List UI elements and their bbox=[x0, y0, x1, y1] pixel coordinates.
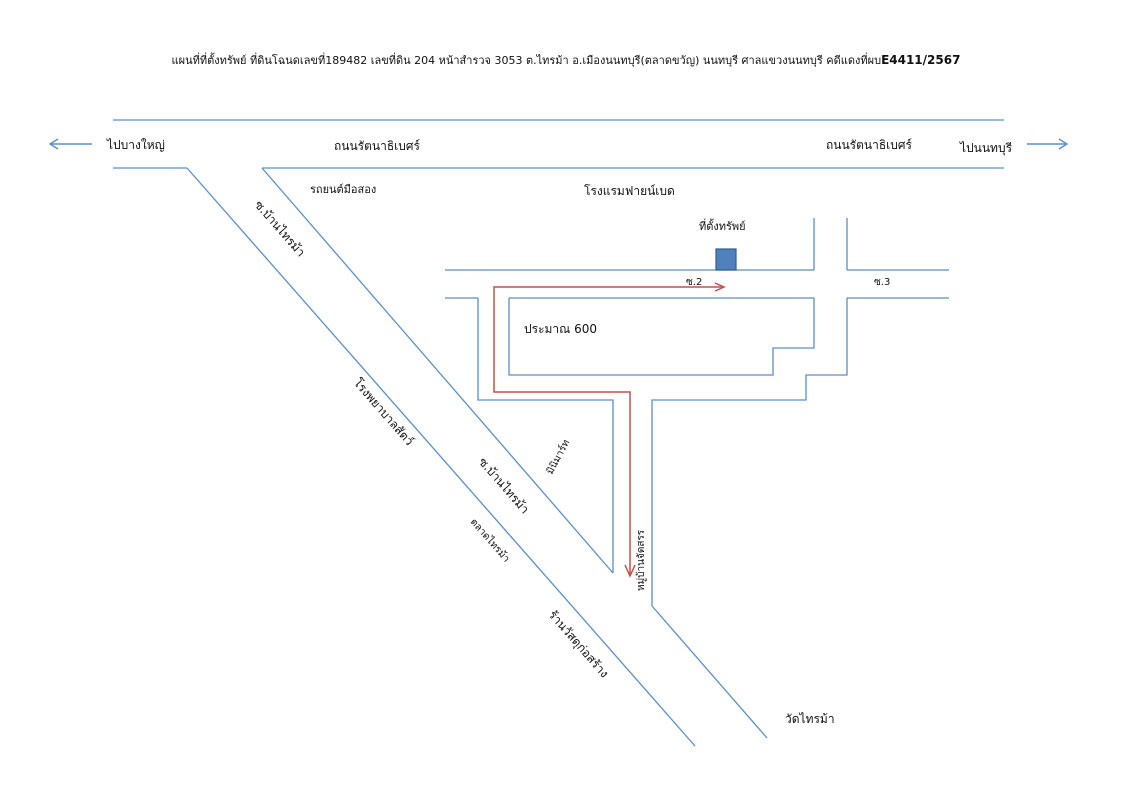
route-path bbox=[493, 286, 722, 575]
main-road bbox=[113, 119, 1004, 169]
soi-ban-sai-ma-lower-label: ซ.บ้านไทรม้า bbox=[476, 455, 532, 517]
soi-network bbox=[445, 218, 949, 606]
village-label: หมู่บ้านจัดสรร bbox=[635, 529, 647, 591]
hotel-label: โรงแรมฟายน์เบด bbox=[584, 184, 675, 198]
map-title: แผนที่ที่ตั้งทรัพย์ ที่ดินโฉนดเลขที่1894… bbox=[172, 52, 961, 67]
main-road-label-left: ถนนรัตนาธิเบศร์ bbox=[334, 139, 421, 153]
east-lane-edge bbox=[651, 298, 848, 606]
route-arrow-head-south bbox=[624, 564, 636, 578]
mini-mart-label: มินิมาร์ท bbox=[544, 438, 572, 477]
property-label: ที่ตั้งทรัพย์ bbox=[699, 218, 746, 233]
west-lane-edge bbox=[477, 298, 614, 573]
soi-ban-sai-ma-west-edge bbox=[186, 167, 696, 747]
property-marker bbox=[715, 248, 737, 271]
route-to-property bbox=[493, 282, 726, 578]
right-arrow-icon bbox=[1027, 138, 1069, 150]
soi-ban-sai-ma-east-edge-south bbox=[651, 605, 768, 739]
soi-2-label: ซ.2 bbox=[686, 277, 702, 288]
soi-ban-sai-ma-east-edge bbox=[261, 167, 614, 574]
animal-hospital-label: โรงพยาบาลสัตว์ bbox=[351, 376, 417, 449]
market-label: ตลาดไทรม้า bbox=[468, 516, 512, 565]
route-arrow-head-east bbox=[714, 282, 726, 292]
direction-right-label: ไปนนทบุรี bbox=[959, 141, 1013, 156]
inner-block bbox=[508, 297, 815, 376]
direction-left-label: ไปบางใหญ่ bbox=[106, 138, 165, 152]
soi-3-label: ซ.3 bbox=[874, 277, 890, 288]
soi-ban-sai-ma-upper-label: ซ.บ้านไทรม้า bbox=[252, 198, 308, 260]
car-showroom-label: รถยนต์มือสอง bbox=[310, 183, 376, 196]
distance-label: ประมาณ 600 bbox=[524, 322, 597, 336]
left-arrow-icon bbox=[48, 138, 92, 150]
temple-label: วัดไทรม้า bbox=[785, 712, 835, 726]
hardware-store-label: ร้านวัสดุก่อสร้าง bbox=[545, 608, 611, 681]
main-road-label-right: ถนนรัตนาธิเบศร์ bbox=[826, 138, 913, 152]
case-number: E4411/2567 bbox=[881, 53, 960, 67]
map-title-text: แผนที่ที่ตั้งทรัพย์ ที่ดินโฉนดเลขที่1894… bbox=[172, 52, 882, 67]
soi-ban-sai-ma-road bbox=[186, 167, 768, 747]
